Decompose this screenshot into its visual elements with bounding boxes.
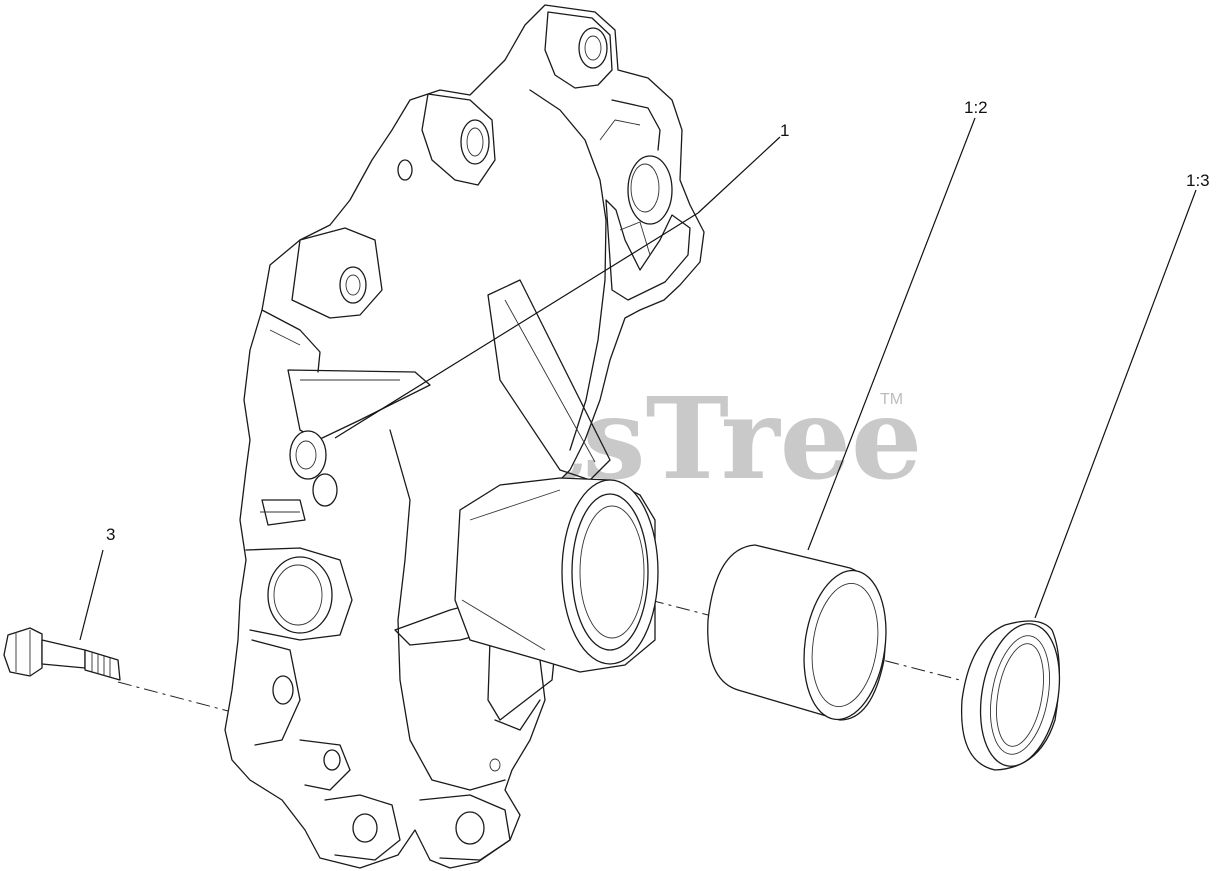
callout-1-2: 1:2 bbox=[964, 98, 988, 117]
watermark-trademark: TM bbox=[880, 391, 903, 408]
callout-1-3: 1:3 bbox=[1186, 171, 1210, 190]
callout-1: 1 bbox=[780, 121, 789, 140]
callout-labels: 1 1:2 1:3 3 bbox=[106, 98, 1210, 544]
leader-1-internal bbox=[334, 212, 699, 439]
leader-1-3 bbox=[1034, 189, 1197, 619]
callout-3: 3 bbox=[106, 525, 115, 544]
assembly-centerline bbox=[117, 681, 233, 713]
leader-1-2 bbox=[807, 117, 976, 551]
leader-lines bbox=[79, 117, 1197, 641]
seal-ring-icon bbox=[960, 620, 1061, 771]
leader-3 bbox=[79, 549, 104, 641]
bushing-icon bbox=[707, 544, 887, 721]
flange-bolt-icon bbox=[3, 627, 121, 681]
leader-1 bbox=[697, 136, 781, 214]
gear-case-cover-icon bbox=[224, 4, 705, 869]
